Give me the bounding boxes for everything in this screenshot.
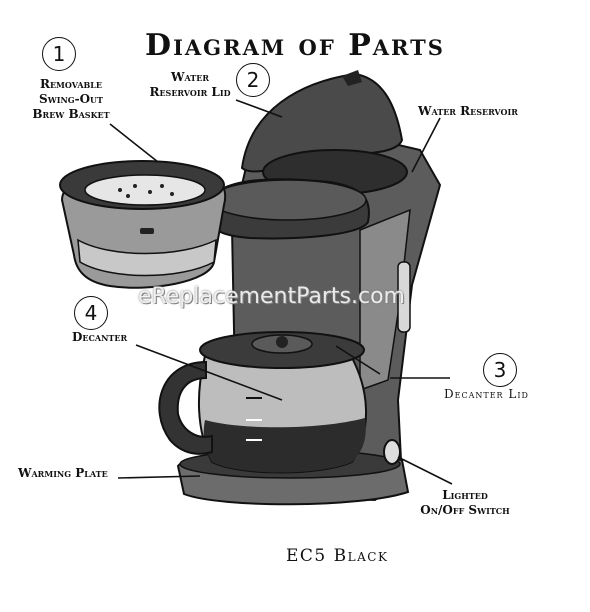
warming-plate-label: Warming Plate	[18, 466, 108, 480]
switch-line2: On/Off Switch	[420, 503, 510, 517]
water-window	[397, 261, 411, 333]
callout-3-number: 3	[483, 353, 517, 387]
callout-2-line2: Reservoir Lid	[149, 85, 231, 99]
callout-4-number: 4	[74, 296, 108, 330]
on-off-switch	[383, 439, 401, 465]
switch-label: Lighted On/Off Switch	[400, 488, 530, 518]
callout-1-number: 1	[42, 37, 76, 71]
brew-basket-filter	[84, 174, 206, 206]
callout-1-line1: Removable	[39, 77, 103, 91]
model-caption: EC5 Black	[286, 546, 389, 566]
brew-basket-band	[77, 238, 217, 277]
brew-head-top	[209, 179, 367, 221]
lid-hinge-knob	[342, 70, 362, 86]
diagram-title: Diagram of Parts	[145, 28, 445, 63]
callout-3-label: Decanter Lid	[444, 387, 529, 401]
water-reservoir-label: Water Reservoir	[418, 104, 518, 118]
body-highlight	[359, 208, 411, 392]
callout-2-label: Water Reservoir Lid	[140, 70, 240, 100]
leader-lines	[109, 99, 453, 485]
callout-2-number: 2	[236, 63, 270, 97]
callout-2-line1: Water	[171, 70, 209, 84]
callout-1-line2: Swing-Out	[39, 92, 103, 106]
decanter-handle	[158, 360, 213, 455]
switch-line1: Lighted	[442, 488, 488, 502]
watermark: eReplacementParts.com	[138, 284, 405, 309]
callout-4-label: Decanter	[72, 330, 128, 344]
callout-1-line3: Brew Basket	[32, 107, 110, 121]
decanter-coffee	[203, 418, 366, 473]
callout-1-label: Removable Swing-Out Brew Basket	[12, 77, 130, 122]
